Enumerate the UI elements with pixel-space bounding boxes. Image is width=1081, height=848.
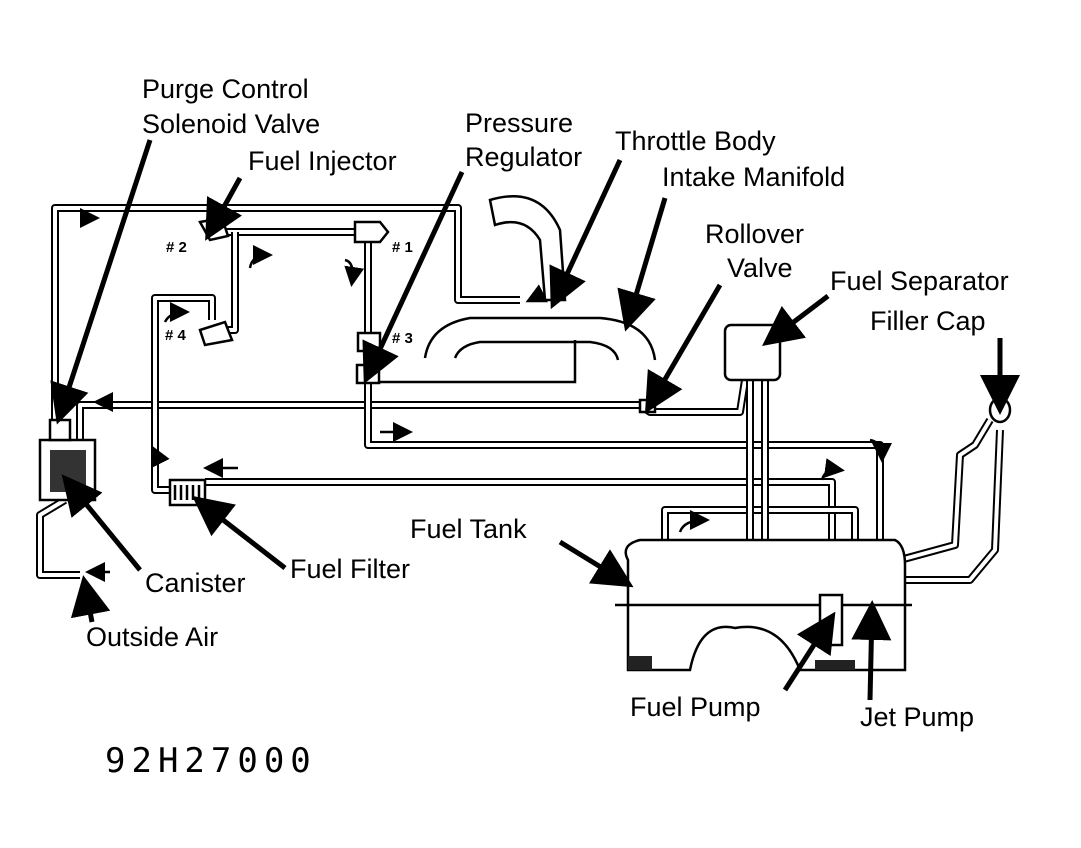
- label-pressure: Pressure: [465, 108, 573, 138]
- injector-3: [356, 331, 382, 353]
- leader-lines: [50, 139, 1020, 701]
- pump-bracket: [815, 660, 855, 670]
- label-fuel-filter: Fuel Filter: [290, 554, 410, 584]
- label-outside-air: Outside Air: [86, 622, 218, 652]
- throttle-body-shape: [488, 195, 567, 302]
- fuel-pump-body: [818, 593, 844, 647]
- label-intake-manifold: Intake Manifold: [662, 162, 845, 192]
- label-fuel-injector: Fuel Injector: [248, 146, 397, 176]
- label-throttle-body: Throttle Body: [615, 126, 776, 156]
- flow-arrows: [80, 208, 892, 582]
- label-purge-control: Purge Control: [142, 74, 309, 104]
- label-solenoid-valve: Solenoid Valve: [142, 109, 320, 139]
- label-regulator: Regulator: [465, 142, 582, 172]
- label-filler-cap: Filler Cap: [870, 306, 986, 336]
- label-fuel-separator: Fuel Separator: [830, 266, 1009, 296]
- injector-label-1: # 1: [392, 239, 413, 256]
- injector-label-3: # 3: [392, 330, 413, 347]
- intake-manifold-shape: [423, 316, 657, 361]
- injector-4: [198, 320, 234, 347]
- injector-label-2: # 2: [166, 239, 187, 256]
- label-fuel-pump: Fuel Pump: [630, 692, 761, 722]
- injector-1: [353, 220, 390, 244]
- pickup-strainer: [628, 656, 652, 670]
- fuel-separator-box: [723, 323, 782, 382]
- label-canister: Canister: [145, 568, 246, 598]
- label-fuel-tank: Fuel Tank: [410, 514, 527, 544]
- label-valve: Valve: [727, 253, 793, 283]
- figure-code: 92H27000: [105, 741, 317, 781]
- label-rollover: Rollover: [705, 219, 804, 249]
- label-jet-pump: Jet Pump: [860, 702, 974, 732]
- purge-solenoid-valve: [48, 418, 72, 442]
- injector-label-4: # 4: [165, 327, 187, 344]
